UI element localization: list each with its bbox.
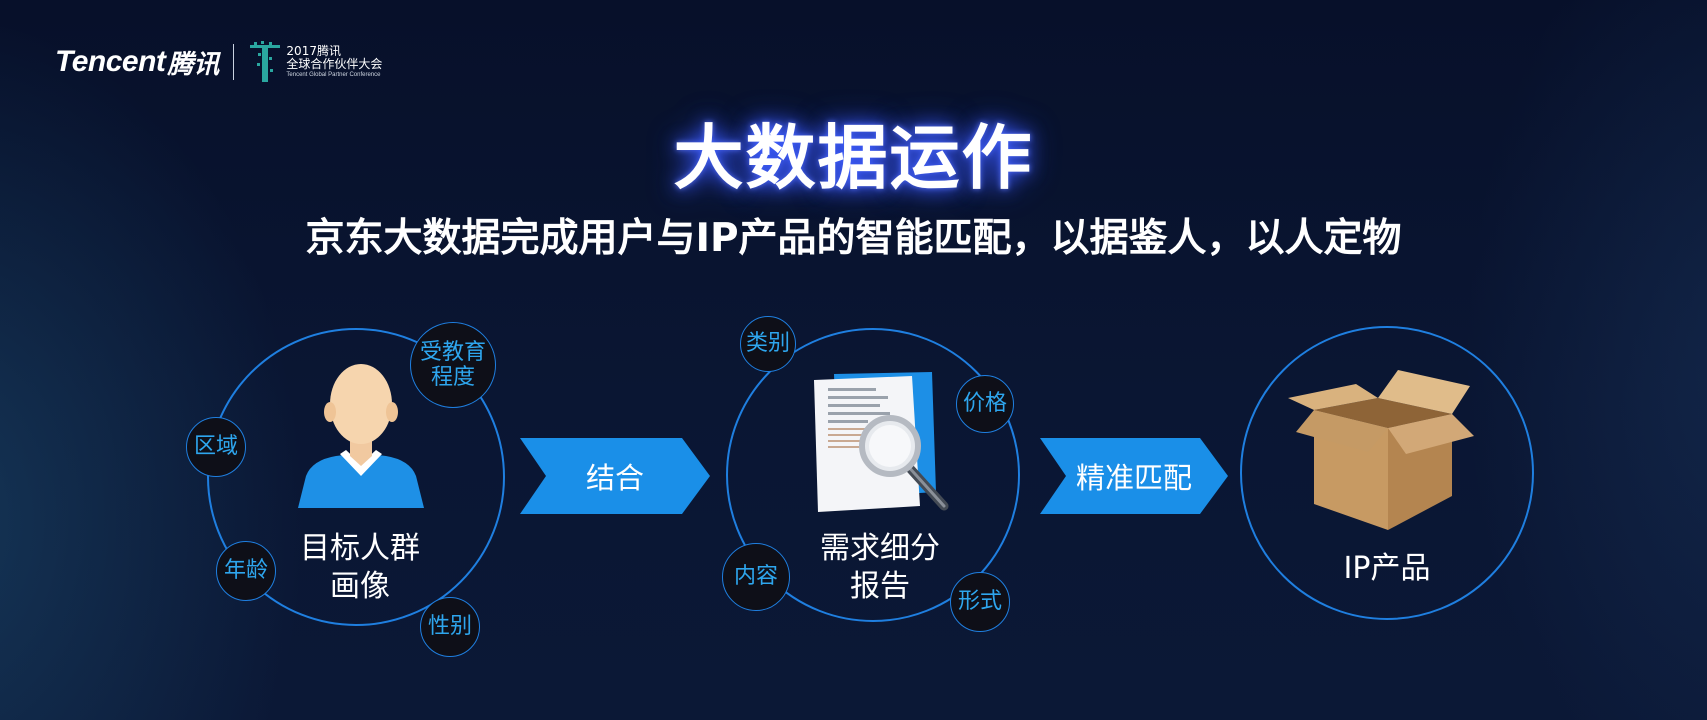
- tencent-logo: Tencent 腾讯 2017腾讯 全球合作伙伴大会 Tencent Globa…: [55, 41, 382, 83]
- stage-circle-audience: [207, 328, 505, 626]
- stage-circle-product: [1240, 326, 1534, 620]
- tag-category: 类别: [740, 316, 796, 372]
- stage-caption-report: 需求细分 报告: [780, 530, 980, 605]
- page-title: 大数据运作: [673, 117, 1034, 199]
- cardboard-box-icon: [1288, 370, 1478, 536]
- tag-form: 形式: [950, 572, 1010, 632]
- stage-caption-product: IP产品: [1287, 550, 1487, 588]
- conference-line2: 全球合作伙伴大会: [286, 56, 383, 71]
- logo-divider: [233, 44, 235, 80]
- tag-gender: 性别: [420, 597, 480, 657]
- caption-line1: 目标人群: [300, 531, 420, 566]
- arrow-label-combine: 结合: [585, 461, 644, 495]
- tag-age: 年龄: [216, 541, 276, 601]
- conference-line1: 2017腾讯: [286, 44, 341, 59]
- stage-circle-report: [726, 328, 1020, 622]
- caption-line1: 需求细分: [820, 531, 940, 566]
- arrow-label-match: 精准匹配: [1075, 461, 1192, 495]
- logo-cn: 腾讯: [167, 49, 220, 80]
- caption-line1: IP产品: [1343, 551, 1431, 586]
- tag-region: 区域: [186, 417, 246, 477]
- caption-line2: 画像: [330, 568, 390, 604]
- stage-caption-audience: 目标人群 画像: [260, 530, 460, 605]
- flow-arrow-combine: 结合: [520, 438, 710, 514]
- tag-education: 受教育 程度: [410, 322, 496, 408]
- conference-line3: Tencent Global Partner Conference: [286, 72, 381, 79]
- flow-arrow-match: 精准匹配: [1040, 438, 1228, 514]
- person-icon: [296, 358, 426, 510]
- page-subtitle: 京东大数据完成用户与IP产品的智能匹配，以据鉴人，以人定物: [305, 216, 1402, 261]
- document-magnifier-icon: [808, 368, 958, 518]
- caption-line2: 报告: [850, 568, 910, 604]
- logo-word: Tencent: [55, 45, 166, 78]
- tag-price: 价格: [956, 375, 1014, 433]
- conference-mark-icon: [248, 41, 282, 83]
- conference-text: 2017腾讯 全球合作伙伴大会 Tencent Global Partner C…: [286, 45, 382, 78]
- tag-content: 内容: [722, 543, 790, 611]
